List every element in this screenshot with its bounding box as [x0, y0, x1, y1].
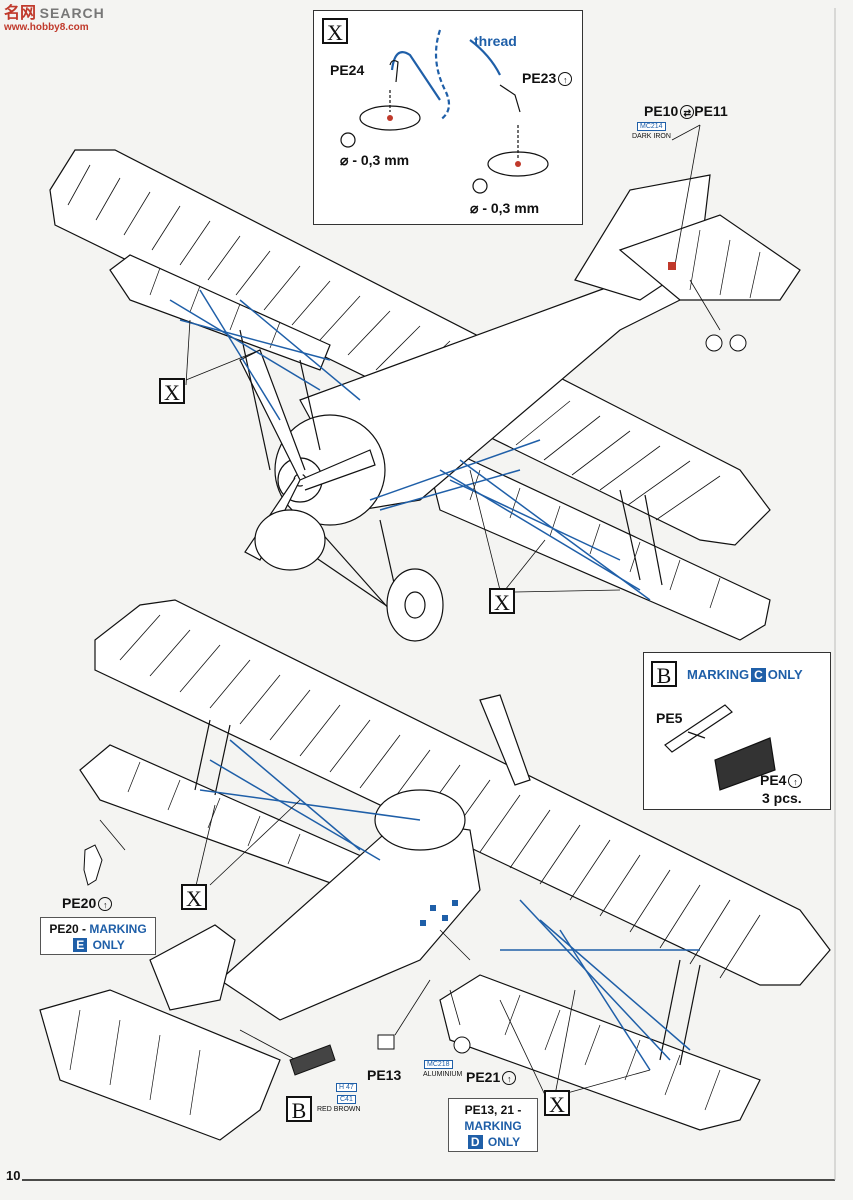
callout-b-marking-text: MARKING [687, 667, 750, 682]
paint-red-brown: RED BROWN [317, 1106, 361, 1113]
pe23-text: PE23 [522, 70, 557, 86]
bend-icon-pe21: ↑ [502, 1071, 517, 1086]
x-marker-bottom-right: X [544, 1090, 570, 1117]
watermark-mark: 网 [20, 5, 37, 22]
callout-x-detail [313, 10, 583, 225]
callout-b-only: ONLY [767, 667, 803, 682]
paint-mc214: MC214 [637, 122, 666, 131]
pe11-text: PE11 [694, 103, 728, 119]
pe13-21-note: PE13, 21 - MARKING D ONLY [448, 1098, 538, 1152]
site-watermark: 名网 SEARCH www.hobby8.com [4, 6, 105, 35]
pe23-label: PE23↑ [522, 70, 573, 87]
swap-icon: ⇄ [680, 105, 695, 120]
pe20-note-prefix: PE20 - [49, 922, 86, 936]
pe5-label: PE5 [656, 710, 683, 726]
b-marker-bottom: B [286, 1096, 312, 1123]
callout-x-letter: X [322, 18, 348, 45]
drill-size-2: ⌀ - 0,3 mm [470, 200, 540, 216]
pe24-label: PE24 [330, 62, 365, 78]
x-marker-top-right: X [489, 588, 515, 615]
pe20-note-only: ONLY [92, 938, 125, 952]
pe10-pe11-label: PE10⇄PE11 [644, 103, 728, 120]
callout-b-letter: B [651, 661, 677, 688]
pe13-21-only: ONLY [487, 1135, 521, 1149]
pe20-label: PE20↑ [62, 895, 113, 912]
pe20-text: PE20 [62, 895, 97, 911]
paint-c41: C41 [337, 1095, 356, 1104]
watermark-brand: 名 [4, 5, 21, 22]
bend-icon: ↑ [558, 72, 573, 87]
paint-mc218: MC218 [424, 1060, 453, 1069]
pe4-text: PE4 [760, 772, 787, 788]
pe10-text: PE10 [644, 103, 679, 119]
x-marker-bottom-left: X [181, 884, 207, 911]
pe4-qty: 3 pcs. [762, 790, 802, 806]
marking-e-badge: E [73, 938, 88, 952]
bend-icon-pe20: ↑ [98, 897, 113, 912]
watermark-search: SEARCH [39, 5, 105, 21]
pe4-label: PE4↑ [760, 772, 803, 789]
pe21-label: PE21↑ [466, 1069, 517, 1086]
watermark-url: www.hobby8.com [4, 22, 89, 33]
paint-aluminium: ALUMINIUM [423, 1071, 463, 1078]
marking-d-badge: D [467, 1135, 483, 1149]
bend-icon-pe4: ↑ [788, 774, 803, 789]
paint-h47: H 47 [336, 1083, 357, 1092]
pe13-21-prefix: PE13, 21 - [464, 1103, 522, 1117]
pe21-text: PE21 [466, 1069, 501, 1085]
paint-dark-iron: DARK IRON [632, 133, 671, 140]
pe20-note: PE20 - MARKING E ONLY [40, 917, 156, 955]
thread-label: thread [474, 33, 517, 49]
page-number: 10 [6, 1168, 21, 1183]
pe20-note-marking: MARKING [89, 922, 147, 936]
drill-size-1: ⌀ - 0,3 mm [340, 152, 410, 168]
pe13-label: PE13 [367, 1067, 402, 1083]
pe13-21-marking: MARKING [464, 1119, 522, 1133]
marking-c-badge: C [751, 668, 766, 682]
x-marker-top-left: X [159, 378, 185, 405]
